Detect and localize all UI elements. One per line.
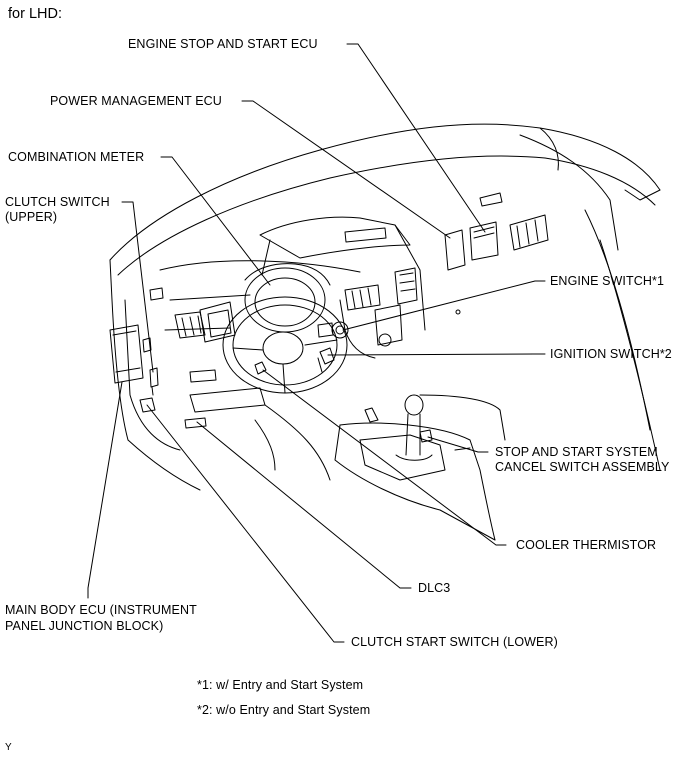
leader-clutch-switch-upper [121, 201, 154, 373]
ecu-boxes [109, 221, 499, 384]
combination-meter-shape [199, 263, 331, 343]
label-combination-meter: COMBINATION METER [8, 150, 145, 164]
corner-mark: Y [5, 742, 12, 753]
leader-ignition-switch [327, 353, 546, 356]
air-vents [149, 192, 549, 339]
label-clutch-start-switch-lower: CLUTCH START SWITCH (LOWER) [351, 635, 558, 649]
leader-main-body-ecu [87, 381, 123, 599]
leader-engine-switch [342, 280, 546, 331]
leader-engine-stop-start-ecu [346, 43, 486, 233]
steering-wheel [222, 296, 348, 394]
label-stop-start-cancel-line2: CANCEL SWITCH ASSEMBLY [495, 460, 670, 474]
leader-stop-start-cancel [427, 436, 489, 453]
label-clutch-switch-upper-line1: CLUTCH SWITCH [5, 195, 110, 209]
leader-lines [87, 43, 546, 643]
lower-dash [189, 309, 506, 481]
leader-power-management-ecu [241, 100, 451, 239]
page-title: for LHD: [8, 6, 62, 22]
label-main-body-ecu-line1: MAIN BODY ECU (INSTRUMENT [5, 603, 197, 617]
leader-cooler-thermistor [262, 369, 507, 546]
center-stack [259, 216, 426, 359]
leader-combination-meter [160, 156, 271, 286]
label-dlc3: DLC3 [418, 581, 451, 595]
label-clutch-switch-upper-line2: (UPPER) [5, 210, 58, 224]
leader-clutch-start-switch-lower [146, 404, 345, 643]
engine-switch-shape [317, 321, 392, 373]
center-console [334, 394, 496, 541]
label-engine-switch: ENGINE SWITCH*1 [550, 274, 665, 288]
footnote-1: *1: w/ Entry and Start System [197, 678, 364, 692]
leader-dlc3 [196, 421, 412, 589]
clutch-switches [139, 367, 207, 429]
label-engine-stop-start-ecu: ENGINE STOP AND START ECU [128, 37, 318, 51]
label-ignition-switch: IGNITION SWITCH*2 [550, 347, 672, 361]
label-stop-start-cancel-line1: STOP AND START SYSTEM [495, 445, 658, 459]
label-power-management-ecu: POWER MANAGEMENT ECU [50, 94, 222, 108]
footnote-2: *2: w/o Entry and Start System [197, 703, 371, 717]
label-main-body-ecu-line2: PANEL JUNCTION BLOCK) [5, 619, 164, 633]
dashboard-outline [109, 123, 661, 491]
label-cooler-thermistor: COOLER THERMISTOR [516, 538, 657, 552]
